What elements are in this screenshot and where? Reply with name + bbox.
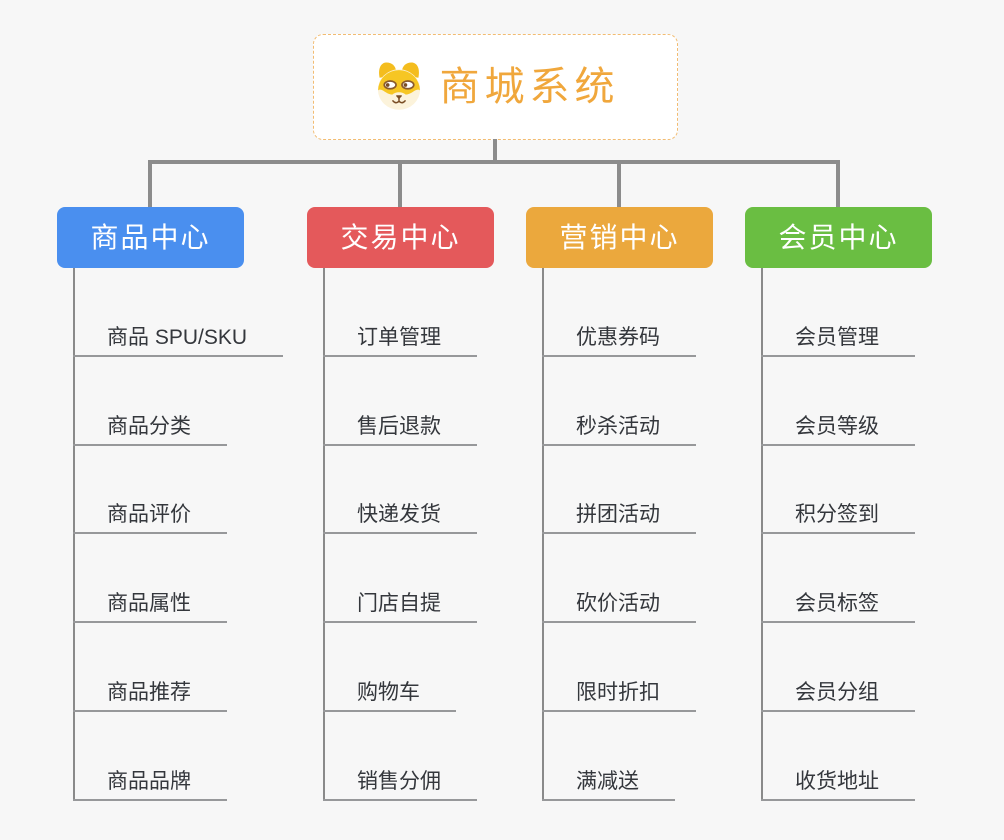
topic-item[interactable]: 限时折扣: [542, 682, 696, 712]
topic-item[interactable]: 商品评价: [73, 504, 227, 535]
connector-branch-stem: [761, 268, 763, 801]
root-node[interactable]: 商城系统: [313, 34, 678, 140]
topic-row: 商品品牌: [73, 712, 283, 801]
topic-row: 商品评价: [73, 446, 283, 535]
connector-branch-drop: [836, 160, 840, 207]
topic-row: 商品属性: [73, 534, 283, 624]
branch-node[interactable]: 会员中心: [745, 207, 932, 268]
connector-branch-stem: [542, 268, 544, 801]
topic-item[interactable]: 商品 SPU/SKU: [73, 327, 284, 357]
topic-row: 会员标签: [761, 534, 915, 624]
topic-row: 满减送: [542, 712, 696, 801]
branch-node[interactable]: 营销中心: [526, 207, 713, 268]
topic-row: 门店自提: [323, 534, 477, 624]
topic-item[interactable]: 购物车: [323, 682, 456, 712]
dog-face-icon: [377, 62, 420, 110]
topic-row: 购物车: [323, 623, 477, 712]
connector-branch-drop: [148, 160, 152, 207]
connector-branch-drop: [398, 160, 402, 207]
topic-item[interactable]: 销售分佣: [323, 771, 477, 801]
connector-branch-stem: [323, 268, 325, 801]
topic-item[interactable]: 砍价活动: [542, 593, 696, 624]
topic-row: 商品 SPU/SKU: [73, 268, 284, 357]
topic-item[interactable]: 优惠券码: [542, 327, 696, 357]
topic-list: 优惠券码秒杀活动拼团活动砍价活动限时折扣满减送: [542, 268, 696, 801]
topic-item[interactable]: 秒杀活动: [542, 416, 696, 446]
topic-item[interactable]: 订单管理: [323, 327, 477, 357]
topic-row: 会员等级: [761, 357, 915, 446]
topic-item[interactable]: 商品属性: [73, 593, 227, 624]
topic-row: 会员管理: [761, 268, 915, 357]
topic-row: 商品推荐: [73, 623, 283, 712]
topic-row: 会员分组: [761, 623, 915, 712]
topic-row: 销售分佣: [323, 712, 477, 801]
connector-horizontal: [148, 160, 840, 164]
topic-row: 优惠券码: [542, 268, 696, 357]
topic-item[interactable]: 会员等级: [761, 416, 915, 446]
topic-row: 限时折扣: [542, 623, 696, 712]
topic-list: 订单管理售后退款快递发货门店自提购物车销售分佣: [323, 268, 477, 801]
topic-row: 订单管理: [323, 268, 477, 357]
topic-item[interactable]: 售后退款: [323, 416, 477, 446]
topic-item[interactable]: 会员标签: [761, 593, 915, 624]
connector-branch-drop: [617, 160, 621, 207]
connector-root-stem: [493, 139, 497, 164]
topic-item[interactable]: 快递发货: [323, 504, 477, 535]
topic-row: 拼团活动: [542, 446, 696, 535]
topic-row: 售后退款: [323, 357, 477, 446]
topic-item[interactable]: 积分签到: [761, 504, 915, 535]
connector-branch-stem: [73, 268, 75, 801]
branch-node[interactable]: 商品中心: [57, 207, 244, 268]
topic-row: 收货地址: [761, 712, 915, 801]
topic-item[interactable]: 商品推荐: [73, 682, 227, 712]
topic-item[interactable]: 收货地址: [761, 771, 915, 801]
topic-item[interactable]: 门店自提: [323, 593, 477, 624]
branch-node[interactable]: 交易中心: [307, 207, 494, 268]
topic-row: 砍价活动: [542, 534, 696, 624]
topic-item[interactable]: 拼团活动: [542, 504, 696, 535]
topic-row: 积分签到: [761, 446, 915, 535]
topic-item[interactable]: 会员管理: [761, 327, 915, 357]
topic-item[interactable]: 会员分组: [761, 682, 915, 712]
topic-item[interactable]: 满减送: [542, 771, 675, 801]
topic-row: 快递发货: [323, 446, 477, 535]
topic-item[interactable]: 商品分类: [73, 416, 227, 446]
topic-row: 商品分类: [73, 357, 283, 446]
topic-list: 会员管理会员等级积分签到会员标签会员分组收货地址: [761, 268, 915, 801]
topic-item[interactable]: 商品品牌: [73, 771, 227, 801]
topic-row: 秒杀活动: [542, 357, 696, 446]
topic-list: 商品 SPU/SKU 商品分类商品评价商品属性商品推荐商品品牌: [73, 268, 284, 801]
root-title: 商城系统: [439, 65, 620, 109]
